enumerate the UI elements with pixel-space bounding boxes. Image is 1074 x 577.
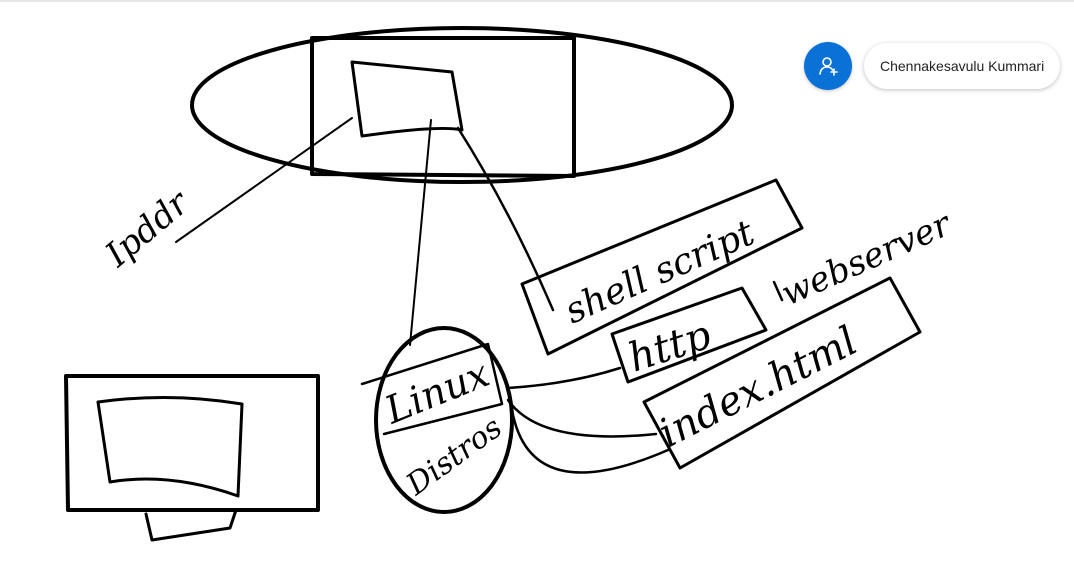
participant-name[interactable]: Chennakesavulu Kummari bbox=[864, 43, 1061, 89]
top-border bbox=[0, 0, 1074, 2]
server-inner-display bbox=[350, 60, 464, 138]
connector-http bbox=[506, 366, 622, 390]
presence-bar: Chennakesavulu Kummari bbox=[804, 40, 1061, 92]
server-screen-box bbox=[310, 36, 576, 178]
shell-script-label: shell script bbox=[559, 212, 761, 332]
webserver-comma bbox=[772, 280, 784, 302]
webserver-label: webserver bbox=[775, 204, 958, 315]
add-person-icon bbox=[819, 57, 838, 76]
connector-ipaddr bbox=[175, 117, 353, 243]
client-inner-display bbox=[96, 395, 244, 498]
client-monitor-stand bbox=[144, 508, 238, 542]
linux-circle bbox=[374, 326, 514, 514]
server-ellipse bbox=[190, 26, 734, 184]
connector-index bbox=[506, 398, 658, 438]
connector-shell bbox=[456, 126, 555, 312]
client-monitor-box bbox=[64, 374, 320, 512]
connector-linux bbox=[409, 119, 432, 346]
ipaddr-label: Ipddr bbox=[97, 182, 198, 275]
connector-index-lower bbox=[510, 408, 670, 474]
linux-box bbox=[360, 342, 504, 436]
add-participant-button[interactable] bbox=[804, 42, 852, 90]
